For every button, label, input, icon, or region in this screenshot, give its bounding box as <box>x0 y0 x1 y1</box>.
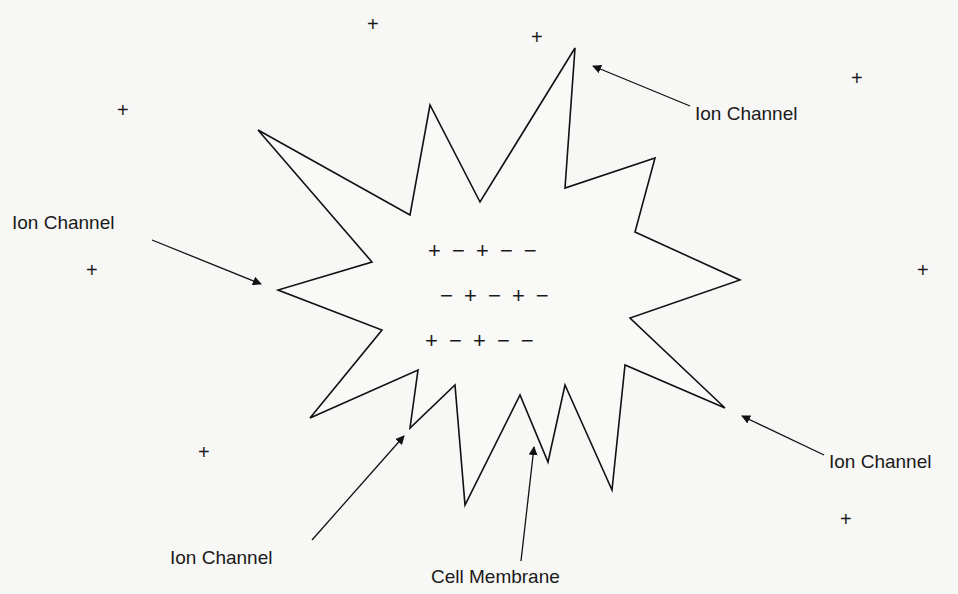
positive-ion: + <box>117 99 129 121</box>
membrane-label: Cell Membrane <box>431 566 560 588</box>
cell-body: + − + − − − + − + − + − + − − <box>255 45 745 510</box>
positive-ion: + <box>851 67 863 89</box>
charge-row: − + − + − <box>440 283 549 309</box>
positive-ion: + <box>917 259 929 281</box>
membrane-path <box>258 48 740 505</box>
leader-line <box>521 447 534 561</box>
ion-channel-label: Ion Channel <box>829 451 931 473</box>
charge-row: + − + − − <box>425 328 534 354</box>
positive-ion: + <box>367 13 379 35</box>
ion-channel-label: Ion Channel <box>695 103 797 125</box>
ion-channel-label: Ion Channel <box>12 212 114 234</box>
leader-line <box>742 416 824 455</box>
cell-membrane-outline <box>255 45 745 510</box>
leader-line <box>152 240 261 284</box>
positive-ion: + <box>531 26 543 48</box>
ion-channel-label: Ion Channel <box>170 547 272 569</box>
positive-ion: + <box>198 441 210 463</box>
positive-ion: + <box>840 508 852 530</box>
leader-line <box>312 436 404 540</box>
positive-ion: + <box>86 259 98 281</box>
leader-line <box>593 66 690 106</box>
charge-row: + − + − − <box>428 238 537 264</box>
